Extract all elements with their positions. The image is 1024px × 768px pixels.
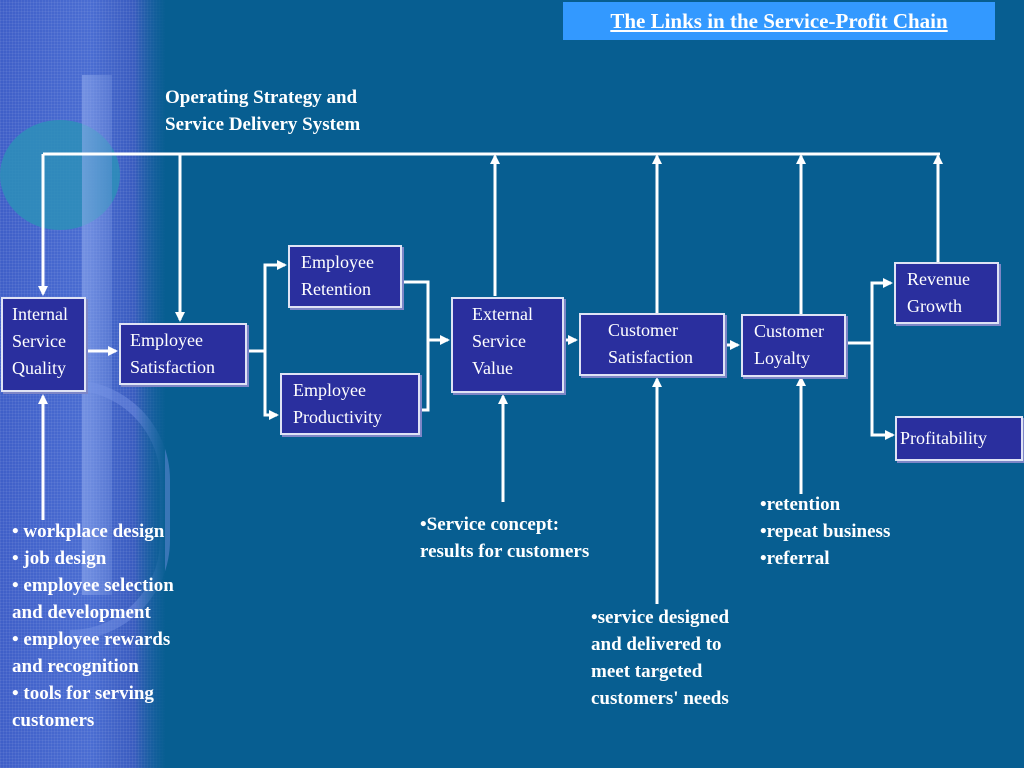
arrow-cl-to-profitability — [870, 343, 895, 440]
decorative-bar — [82, 75, 112, 595]
employee-retention-box: Employee Retention — [288, 245, 402, 308]
employee-productivity-box: Employee Productivity — [280, 373, 420, 435]
internal-service-quality-box: Internal Service Quality — [1, 297, 86, 392]
employee-satisfaction-box: Employee Satisfaction — [119, 323, 247, 385]
service-concept-notes: •Service concept: results for customers — [420, 514, 590, 562]
strategy-label: Operating Strategy and Service Delivery … — [165, 87, 361, 135]
external-service-value-box: External Service Value — [451, 297, 564, 393]
arrow-cl-to-revenue — [846, 278, 893, 345]
internal-quality-notes: • workplace design • job design • employ… — [12, 521, 174, 731]
arrow-productivity-to-esv — [420, 340, 430, 412]
revenue-growth-box: Revenue Growth — [894, 262, 999, 324]
profitability-box: Profitability — [895, 416, 1023, 461]
page-title: The Links in the Service-Profit Chain — [563, 2, 995, 40]
arrow-es-to-retention — [247, 260, 287, 353]
customer-loyalty-box: Customer Loyalty — [741, 314, 846, 377]
service-design-notes: •service designed and delivered to meet … — [591, 607, 730, 709]
arrow-retention-to-esv — [402, 280, 450, 345]
arrow-es-to-productivity — [263, 351, 279, 420]
customer-loyalty-notes: •retention •repeat business •referral — [760, 494, 891, 569]
customer-satisfaction-box: Customer Satisfaction — [579, 313, 725, 376]
